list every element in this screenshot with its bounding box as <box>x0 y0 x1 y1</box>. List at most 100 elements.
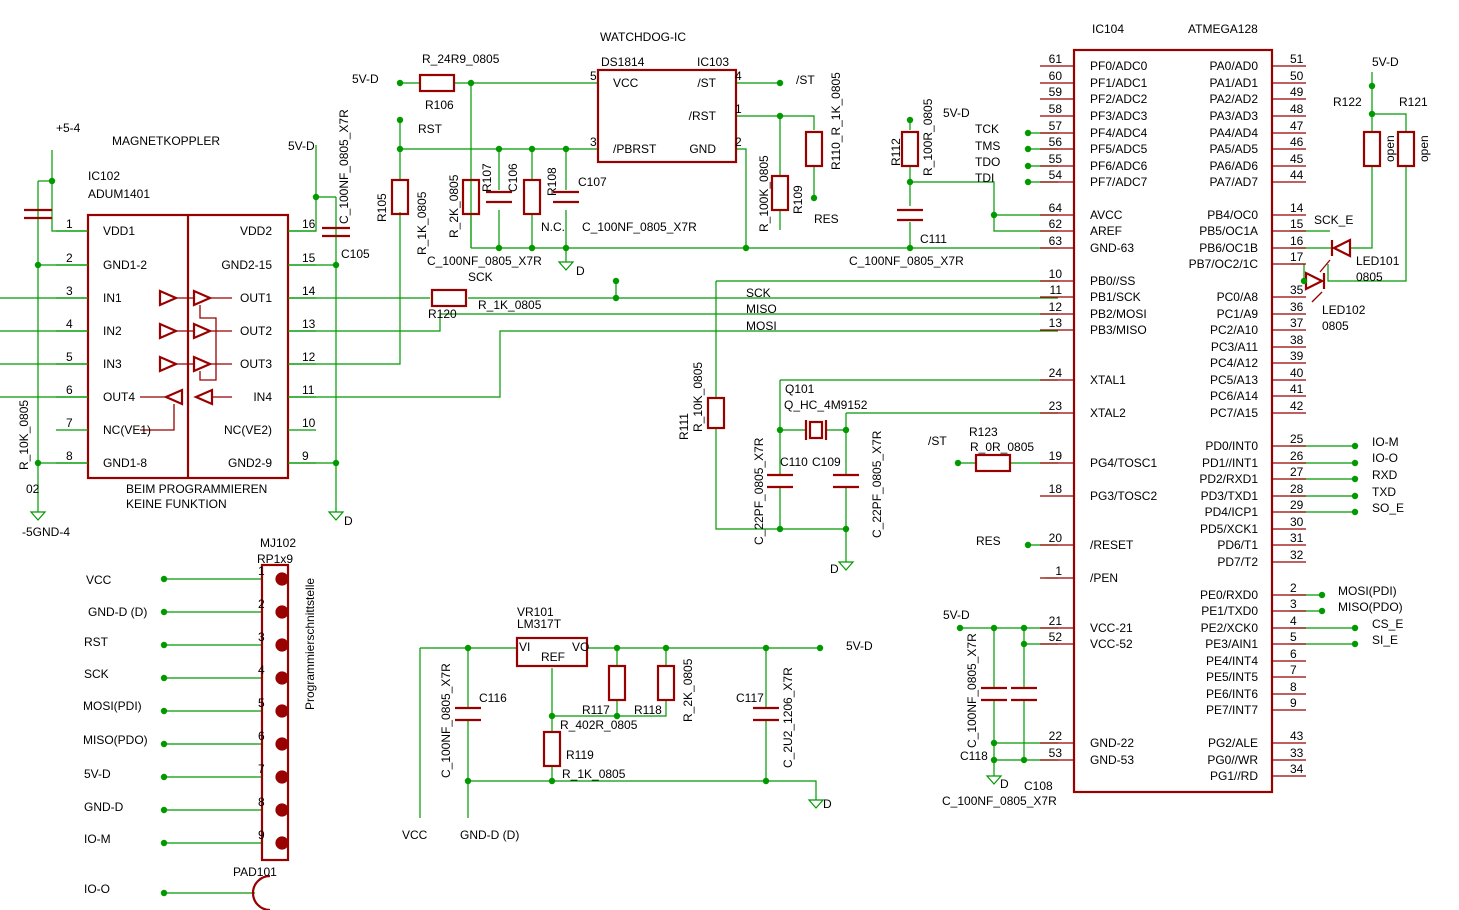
net-label: C_100NF_0805_X7R <box>849 254 964 268</box>
junction-dot <box>1024 541 1032 549</box>
pin-number: 17 <box>1290 250 1304 264</box>
net-label: R_24R9_0805 <box>422 52 500 66</box>
net-label: D <box>344 514 353 528</box>
pin-number: 63 <box>1049 234 1063 248</box>
net-label: D <box>1000 777 1009 791</box>
net-label: VO <box>572 640 589 654</box>
pin-name: PB3/MISO <box>1090 323 1147 337</box>
net-label: C116 <box>479 691 507 705</box>
net-label: C106 <box>506 163 520 192</box>
junction-dot <box>816 644 824 652</box>
pin-name: PD3/TXD1 <box>1201 489 1259 503</box>
junction-dot <box>776 79 784 87</box>
pin-number: 25 <box>1290 432 1304 446</box>
pin-number: 27 <box>1290 465 1304 479</box>
pin-number: 38 <box>1290 333 1304 347</box>
ic103-type: DS1814 <box>601 55 645 69</box>
pin-name: XTAL1 <box>1090 373 1126 387</box>
junction-dot <box>1020 624 1028 632</box>
net-label: R119 <box>566 748 594 762</box>
junction-dot <box>160 707 168 715</box>
ic102-name: IC102 <box>88 169 120 183</box>
net-label: TDO <box>975 155 1000 169</box>
net-label: C_100NF_0805_X7R <box>337 109 351 224</box>
mj102-type: RP1x9 <box>257 552 293 566</box>
pin-number: 51 <box>1290 52 1304 66</box>
connector-pin <box>275 605 289 619</box>
net-label: D <box>823 797 832 811</box>
pin-number: 10 <box>302 416 316 430</box>
pin-number: 14 <box>1290 201 1304 215</box>
pin-number: 64 <box>1049 201 1063 215</box>
net-label: 0805 <box>1356 270 1383 284</box>
pin-number: 41 <box>1290 382 1304 396</box>
net-label: 02 <box>26 482 40 496</box>
pin-number: 15 <box>302 251 316 265</box>
pin-number: 59 <box>1049 85 1063 99</box>
pin-number: 5 <box>66 350 73 364</box>
pin-name: GND-22 <box>1090 736 1134 750</box>
pin-name: AREF <box>1090 224 1122 238</box>
junction-dot <box>954 459 962 467</box>
net-label: R_10K_0805 <box>17 400 31 470</box>
junction-dot <box>528 244 536 252</box>
net-label: MISO(PDO) <box>1338 600 1403 614</box>
net-label: 0805 <box>1322 319 1349 333</box>
pin-name: PB7/OC2/1C <box>1189 257 1259 271</box>
pin-name: PF5/ADC5 <box>1090 142 1148 156</box>
net-label: MOSI(PDI) <box>83 699 142 713</box>
pin-number: 39 <box>1290 349 1304 363</box>
junction-dot <box>612 294 620 302</box>
net-label: R106 <box>425 98 454 112</box>
net-label: C_22PF_0805_X7R <box>870 430 884 538</box>
pin-name: PC2/A10 <box>1210 323 1258 337</box>
pin-number: 56 <box>1049 135 1063 149</box>
pin-name: NC(VE1) <box>103 423 151 437</box>
junction-dot <box>48 177 56 185</box>
pin-name: /PEN <box>1090 571 1118 585</box>
pin-name: PE6/INT6 <box>1206 687 1258 701</box>
pin-number: 13 <box>302 317 316 331</box>
junction-dot <box>396 145 404 153</box>
pin-name: PG1//RD <box>1210 769 1258 783</box>
junction-dot <box>467 79 475 87</box>
pin-name: /ST <box>697 76 716 90</box>
pin-number: 14 <box>302 284 316 298</box>
pin-number: 24 <box>1049 366 1063 380</box>
ic104-type: ATMEGA128 <box>1188 22 1258 36</box>
junction-dot <box>990 211 998 219</box>
connector-pin <box>275 704 289 718</box>
pin-number: 31 <box>1290 531 1304 545</box>
label-layer: WATCHDOG-ICMAGNETKOPPLERIC102ADUM1401DS1… <box>17 22 1431 896</box>
net-label: GND-D <box>84 800 124 814</box>
pin-name: IN1 <box>103 291 122 305</box>
pin-number: 11 <box>302 383 315 397</box>
net-label: R_2K_0805 <box>447 174 461 238</box>
pin-name: PC6/A14 <box>1210 389 1258 403</box>
pin-name: PC4/A12 <box>1210 356 1258 370</box>
pin-name: PA4/AD4 <box>1210 126 1259 140</box>
junction-dot <box>1351 508 1359 516</box>
net-label: R_2K_0805 <box>681 658 695 722</box>
pin-name: VCC-52 <box>1090 637 1133 651</box>
net-label: 5V-D <box>352 72 379 86</box>
junction-dot <box>396 79 404 87</box>
net-label: VI <box>519 640 530 654</box>
ic103-name: IC103 <box>697 55 729 69</box>
pin-name: PD0/INT0 <box>1205 439 1258 453</box>
net-label: C108 <box>1024 779 1053 793</box>
net-label: SI_E <box>1372 633 1398 647</box>
pin-name: OUT2 <box>240 324 272 338</box>
pin-number: 62 <box>1049 217 1063 231</box>
net-label: R_1K_0805 <box>562 767 626 781</box>
pin-number: 53 <box>1049 746 1063 760</box>
net-label: 5V-D <box>1372 55 1399 69</box>
junction-dot <box>742 244 750 252</box>
net-label: D <box>576 264 585 278</box>
junction-dot <box>612 277 620 285</box>
net-label: 5V-D <box>846 639 873 653</box>
pin-name: GND2-9 <box>228 456 272 470</box>
pin-name: PF0/ADC0 <box>1090 59 1148 73</box>
net-label: C105 <box>341 247 370 261</box>
